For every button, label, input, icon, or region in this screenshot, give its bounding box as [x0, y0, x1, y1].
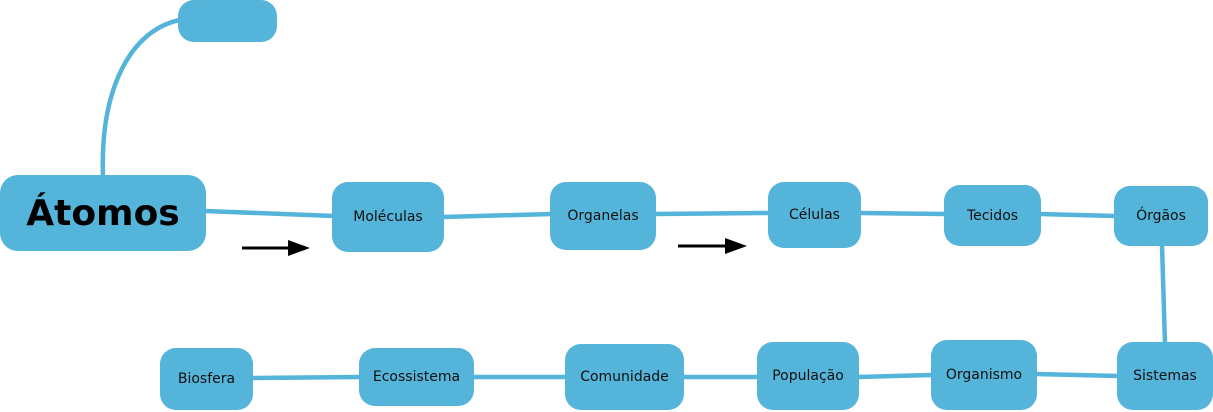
arrow-icon — [678, 238, 747, 254]
link-organelas-celulas — [654, 210, 770, 217]
node-biosfera[interactable]: Biosfera — [160, 348, 253, 410]
node-celulas[interactable]: Células — [768, 182, 861, 248]
link-ecossistema-biosfera — [251, 374, 361, 381]
node-comunidade[interactable]: Comunidade — [565, 344, 684, 410]
node-populacao[interactable]: População — [757, 342, 859, 410]
link-root-empty — [100, 17, 181, 177]
link-moleculas-organelas — [442, 211, 552, 220]
node-ecossistema[interactable]: Ecossistema — [359, 348, 474, 406]
empty-node[interactable] — [178, 0, 277, 42]
node-organismo[interactable]: Organismo — [931, 340, 1037, 410]
link-sistemas-organismo — [1035, 371, 1119, 379]
root-node-atomos[interactable]: Átomos — [0, 175, 206, 251]
arrow-icon — [242, 240, 310, 256]
link-celulas-tecidos — [859, 210, 946, 217]
node-tecidos[interactable]: Tecidos — [944, 185, 1041, 246]
node-organelas[interactable]: Organelas — [550, 182, 656, 250]
node-moleculas[interactable]: Moléculas — [332, 182, 444, 252]
link-organismo-populacao — [857, 372, 933, 380]
node-sistemas[interactable]: Sistemas — [1117, 342, 1213, 410]
node-orgaos[interactable]: Órgãos — [1114, 186, 1208, 246]
link-atomos-moleculas — [204, 208, 335, 219]
link-tecidos-orgaos — [1039, 211, 1116, 219]
link-orgaos-sistemas — [1159, 244, 1168, 345]
